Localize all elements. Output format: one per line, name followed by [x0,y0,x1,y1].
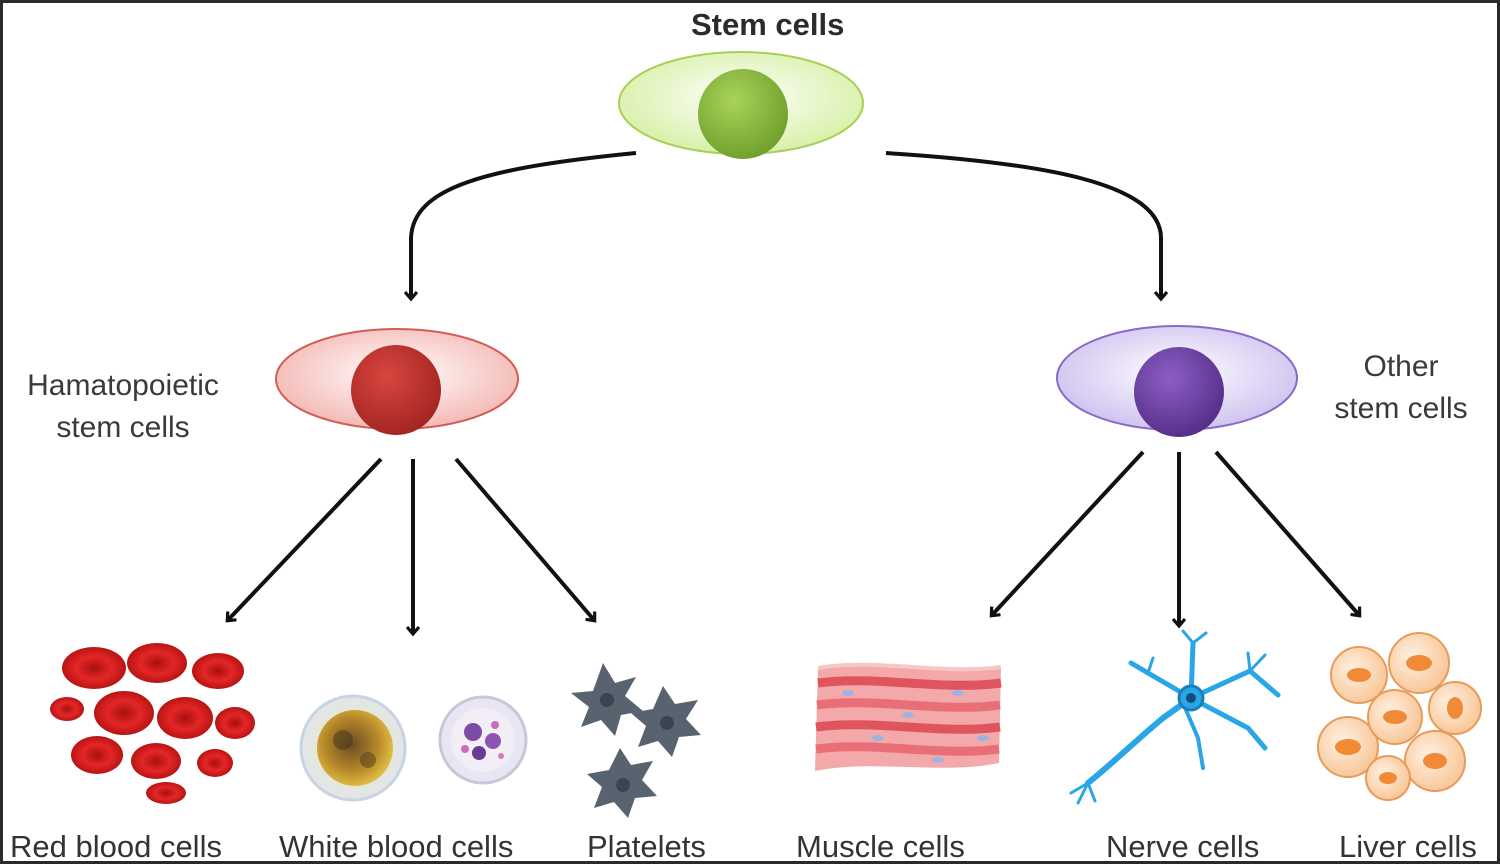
diagram-graphics [50,51,1482,818]
arrows [228,151,1359,633]
arrow-to-muscle [992,450,1145,615]
platelets-icon [571,663,701,818]
hematopoietic-label-line1: Hamatopoietic [27,369,219,402]
nerve-cells-icon [1069,629,1281,805]
diagram-title: Stem cells [691,7,845,42]
other-stem-cell [1056,325,1298,437]
stem-cell-top [618,51,864,159]
arrow-to-platelets [454,457,594,620]
white-blood-cells-icon [299,694,528,802]
hematopoietic-label: Hamatopoietic stem cells [7,365,239,449]
arrow-to-other [885,151,1161,298]
other-stem-label: Other stem cells [1321,346,1481,430]
hematopoietic-stem-cell [275,328,519,435]
label-platelets: Platelets [587,829,706,864]
other-stem-label-line2: stem cells [1334,392,1468,425]
liver-cells-icon [1317,632,1482,801]
label-liver-cells: Liver cells [1339,829,1477,864]
label-nerve-cells: Nerve cells [1106,829,1260,864]
other-stem-label-line1: Other [1363,350,1439,383]
label-muscle-cells: Muscle cells [796,829,965,864]
arrow-to-red-blood [228,457,383,620]
hematopoietic-label-line2: stem cells [56,411,190,444]
arrow-to-hematopoietic [411,151,637,298]
red-blood-cells-icon [50,643,255,804]
muscle-cells-icon [815,662,1002,771]
label-red-blood-cells: Red blood cells [10,829,222,864]
label-white-blood-cells: White blood cells [279,829,514,864]
arrow-to-liver [1214,450,1359,615]
